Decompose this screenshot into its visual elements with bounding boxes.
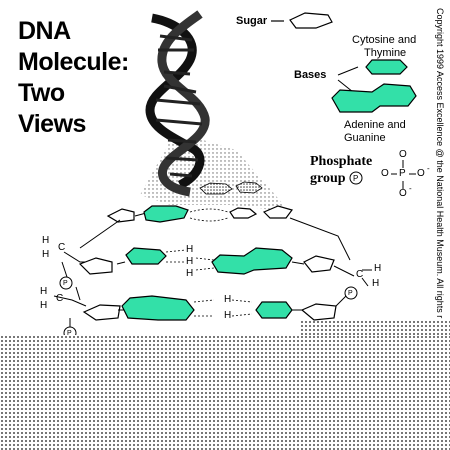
formula-minus-right: - xyxy=(427,164,430,173)
purine-legend-icon xyxy=(331,83,417,113)
atom-h-1: H xyxy=(42,235,50,246)
title-line-1: DNA xyxy=(18,17,71,45)
atom-h-3: H xyxy=(40,286,48,297)
atom-h-2: H xyxy=(42,249,50,260)
atom-h-4: H xyxy=(40,300,48,311)
stippled-band xyxy=(300,320,450,335)
ladder-row-1 xyxy=(106,205,294,223)
sugar-legend-icon xyxy=(289,12,333,29)
atom-h-9: H xyxy=(224,310,232,321)
title-line-3: Two xyxy=(18,79,65,107)
title-line-4: Views xyxy=(18,110,86,138)
stippled-region xyxy=(0,335,450,450)
formula-o-bottom: O xyxy=(399,188,407,199)
atom-c-2: C xyxy=(56,293,64,304)
atom-h-8: H xyxy=(224,294,232,305)
atom-h-10: H xyxy=(374,263,382,274)
double-helix xyxy=(145,10,210,197)
phosphate-symbol: P xyxy=(353,174,359,183)
atom-h-7: H xyxy=(186,268,194,279)
formula-o-right: O xyxy=(417,168,425,179)
phosphate-marker-1: P xyxy=(63,280,68,287)
adenine-guanine-label-1: Adenine and xyxy=(344,119,406,131)
phosphate-label-1: Phosphate xyxy=(310,154,373,169)
phosphate-label-2: group xyxy=(310,171,346,186)
atom-c-3: C xyxy=(356,269,364,280)
formula-minus-bottom: - xyxy=(409,184,412,193)
cytosine-thymine-label-1: Cytosine and xyxy=(352,34,417,46)
formula-p: P xyxy=(399,168,406,179)
copyright-notice: Copyright 1999 Access Excellence @ the N… xyxy=(435,8,445,319)
atom-h-11: H xyxy=(372,278,380,289)
formula-o-left: O xyxy=(381,168,389,179)
formula-o-top: O xyxy=(399,149,407,160)
ladder-row-2 xyxy=(59,247,372,290)
pyrimidine-legend-icon xyxy=(365,59,408,75)
cytosine-thymine-label-2: Thymine xyxy=(364,47,407,59)
sugar-label: Sugar xyxy=(236,15,268,27)
adenine-guanine-label-2: Guanine xyxy=(344,132,386,144)
atom-c-1: C xyxy=(58,242,66,253)
phosphate-marker-2: P xyxy=(67,330,72,337)
ladder-row-3 xyxy=(53,286,358,340)
phosphate-legend-icon xyxy=(349,171,363,185)
phosphate-marker-3: P xyxy=(348,290,353,297)
atom-h-5: H xyxy=(186,244,194,255)
bases-label: Bases xyxy=(294,69,327,81)
atom-h-6: H xyxy=(186,256,194,267)
title-line-2: Molecule: xyxy=(18,48,129,76)
